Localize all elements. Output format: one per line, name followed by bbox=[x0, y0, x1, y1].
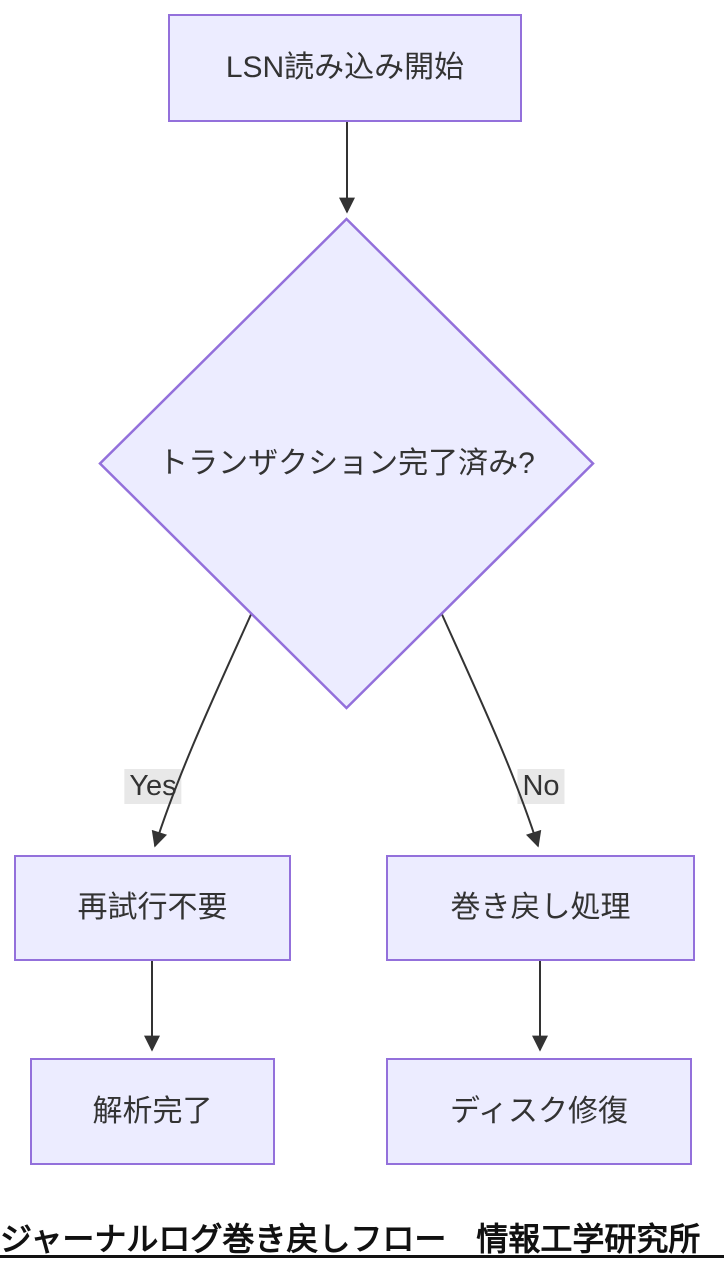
caption-org: 情報工学研究所 bbox=[476, 1221, 701, 1257]
node-disk-repair: ディスク修復 bbox=[386, 1058, 692, 1165]
caption-title: ジャーナルログ巻き戻しフロー bbox=[0, 1221, 447, 1257]
node-analysis-done-label: 解析完了 bbox=[92, 1094, 213, 1128]
caption: ジャーナルログ巻き戻しフロー 情報工学研究所 bbox=[0, 1214, 724, 1260]
edge-label-yes: Yes bbox=[124, 769, 182, 804]
node-retry-not-needed-label: 再試行不要 bbox=[77, 891, 228, 924]
node-retry-not-needed: 再試行不要 bbox=[14, 855, 291, 961]
node-decision-label: トランザクション完了済み? bbox=[158, 447, 535, 480]
node-analysis-done: 解析完了 bbox=[30, 1058, 275, 1165]
decision-diamond-shape bbox=[98, 217, 595, 710]
node-rollback: 巻き戻し処理 bbox=[386, 855, 695, 961]
edge-decision-no bbox=[439, 609, 542, 848]
node-start: LSN読み込み開始 bbox=[168, 14, 522, 122]
edge-label-no: No bbox=[517, 769, 565, 804]
node-disk-repair-label: ディスク修復 bbox=[450, 1094, 628, 1128]
edge-decision-yes bbox=[151, 609, 254, 848]
caption-underline bbox=[0, 1255, 724, 1258]
node-rollback-label: 巻き戻し処理 bbox=[450, 891, 631, 924]
node-start-label: LSN読み込み開始 bbox=[225, 51, 465, 84]
